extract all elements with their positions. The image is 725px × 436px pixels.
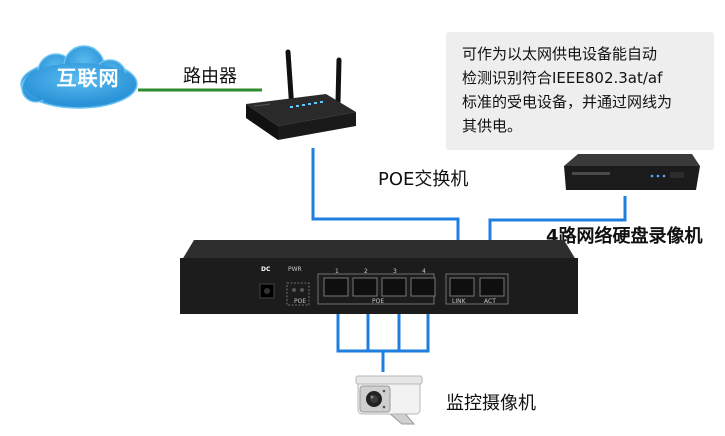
port-number: 1 (335, 268, 339, 275)
internet-cloud (20, 45, 138, 109)
note-line: 标准的受电设备，并通过网线为 (462, 93, 673, 111)
note-line: 检测识别符合IEEE802.3at/af (462, 69, 663, 87)
act-label: ACT (484, 298, 496, 305)
poe-ports (323, 277, 436, 297)
camera-label: 监控摄像机 (446, 393, 536, 414)
router-label: 路由器 (183, 66, 237, 87)
poe-switch-icon (180, 240, 578, 314)
nvr-label: 4路网络硬盘录像机 (546, 226, 703, 247)
note-line: 其供电。 (462, 117, 523, 135)
description-note: 可作为以太网供电设备能自动 检测识别符合IEEE802.3at/af 标准的受电… (446, 32, 714, 150)
port-number: 2 (364, 268, 368, 275)
port-number: 3 (393, 268, 397, 275)
port-number: 4 (422, 268, 426, 275)
camera-icon (355, 375, 423, 425)
dc-label: DC (261, 266, 271, 273)
internet-label: 互联网 (56, 66, 120, 90)
nvr-icon (564, 154, 700, 190)
note-line: 可作为以太网供电设备能自动 (462, 45, 658, 63)
poe-group-label: POE (372, 298, 385, 305)
pwr-label: PWR (288, 266, 302, 273)
switch-label: POE交换机 (378, 169, 469, 190)
router-icon (246, 49, 356, 140)
poe-indicator-label: POE (294, 298, 307, 305)
link-label: LINK (452, 298, 466, 305)
